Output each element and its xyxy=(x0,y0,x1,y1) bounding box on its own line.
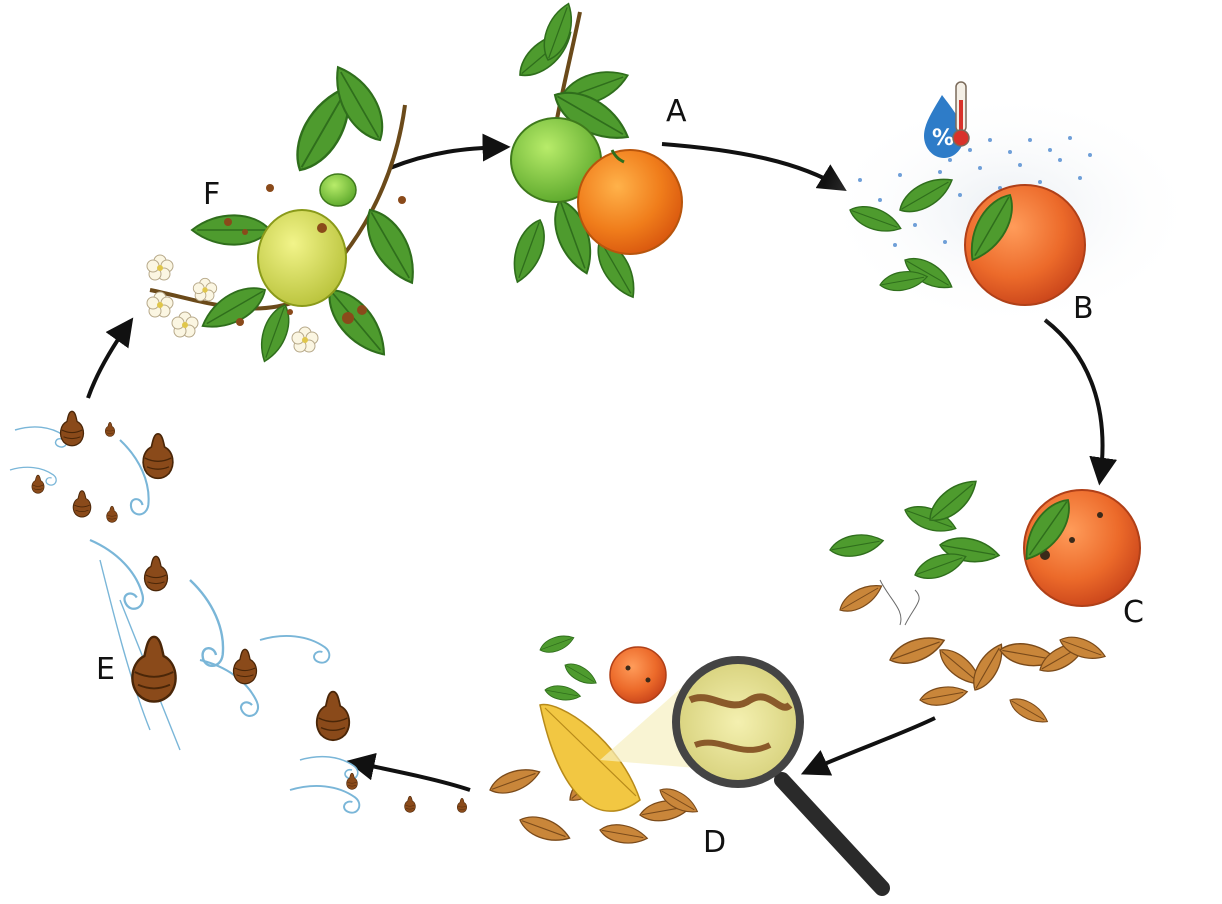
arrow-f-to-a xyxy=(390,147,505,168)
stage-b-illustration: % xyxy=(820,82,1200,330)
svg-text:%: % xyxy=(932,126,954,151)
label-stage-e: E xyxy=(96,652,115,687)
stage-e-illustration xyxy=(10,411,467,812)
label-stage-b: B xyxy=(1073,291,1094,326)
arrow-b-to-c xyxy=(1045,320,1103,480)
stage-d-illustration xyxy=(487,631,882,888)
label-stage-f: F xyxy=(203,177,220,212)
label-stage-d: D xyxy=(703,825,726,860)
thermometer-icon xyxy=(953,82,969,146)
label-stage-a: A xyxy=(666,94,687,129)
stage-c-illustration xyxy=(828,473,1140,729)
arrow-a-to-b xyxy=(662,144,842,188)
leaf-litter-c xyxy=(886,631,1108,729)
arrow-e-to-f xyxy=(88,322,130,398)
stage-f-illustration xyxy=(147,59,426,365)
label-stage-c: C xyxy=(1123,595,1144,630)
arrow-d-to-e xyxy=(352,762,470,790)
wind-icon xyxy=(10,427,359,813)
arrow-c-to-d xyxy=(806,718,935,772)
spore-icon xyxy=(32,411,467,812)
stage-a-illustration xyxy=(506,0,682,303)
